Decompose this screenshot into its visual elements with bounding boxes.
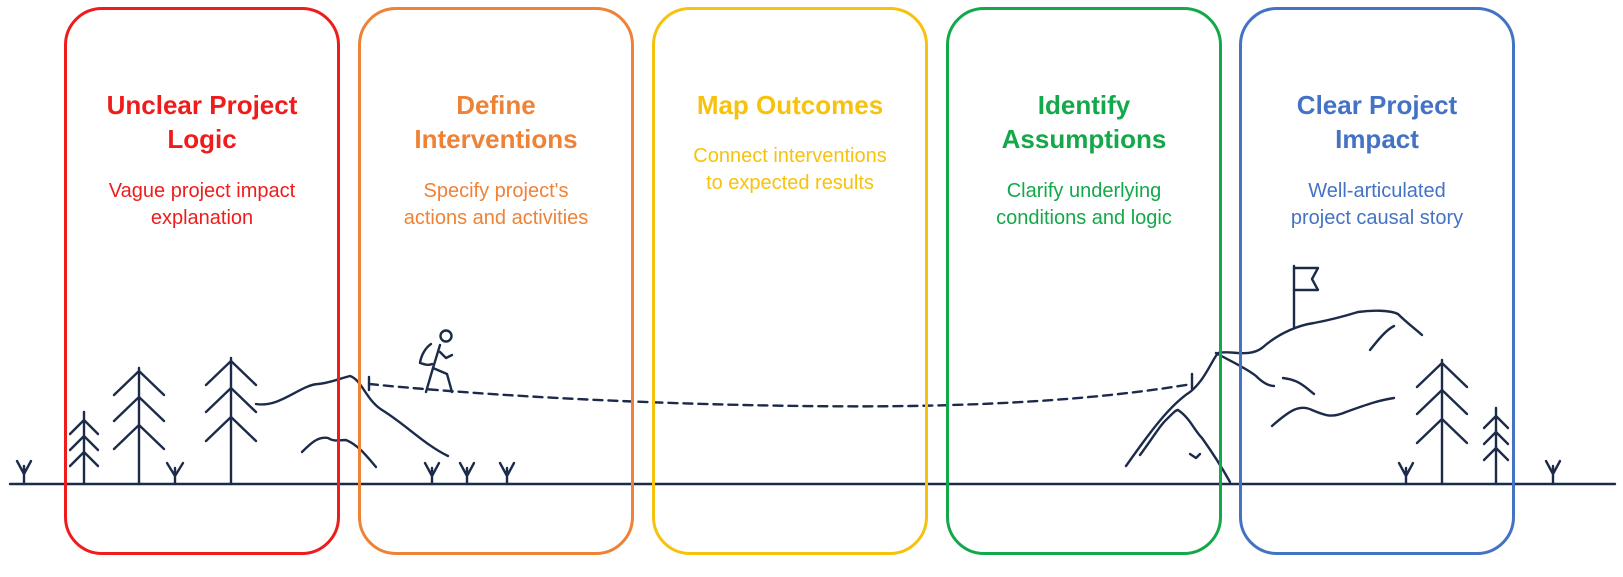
path-line (367, 382, 1194, 408)
stage-card-map-outcomes: Map Outcomes Connect interventions to ex… (652, 7, 928, 555)
stage-card-define-interventions: Define Interventions Specify project's a… (358, 7, 634, 555)
stage-description: Connect interventions to expected result… (693, 145, 887, 194)
stage-description: Well-articulated project causal story (1290, 180, 1464, 229)
tree-icon (68, 410, 100, 486)
stage-card-unclear-project-logic: Unclear Project Logic Vague project impa… (64, 7, 340, 555)
flag-icon (1292, 264, 1320, 329)
stage-title: Define Interventions (414, 90, 578, 154)
stage-description: Clarify underlying conditions and logic (996, 180, 1172, 229)
stage-card-clear-project-impact: Clear Project Impact Well-articulated pr… (1239, 7, 1515, 555)
stage-title: Identify Assumptions (1001, 90, 1167, 154)
tree-icon (204, 356, 258, 486)
stage-title: Clear Project Impact (1296, 90, 1458, 154)
tree-icon (1482, 406, 1510, 486)
stage-title: Map Outcomes (696, 90, 884, 120)
stage-title: Unclear Project Logic (106, 90, 298, 154)
tree-icon (1415, 358, 1469, 486)
stage-card-identify-assumptions: Identify Assumptions Clarify underlying … (946, 7, 1222, 555)
hiker-icon (418, 329, 454, 394)
tree-icon (112, 366, 166, 486)
mountain-icon (254, 374, 450, 469)
stage-description: Specify project's actions and activities (403, 180, 589, 229)
grass-icon (15, 459, 1562, 486)
stage-description: Vague project impact explanation (108, 180, 296, 229)
